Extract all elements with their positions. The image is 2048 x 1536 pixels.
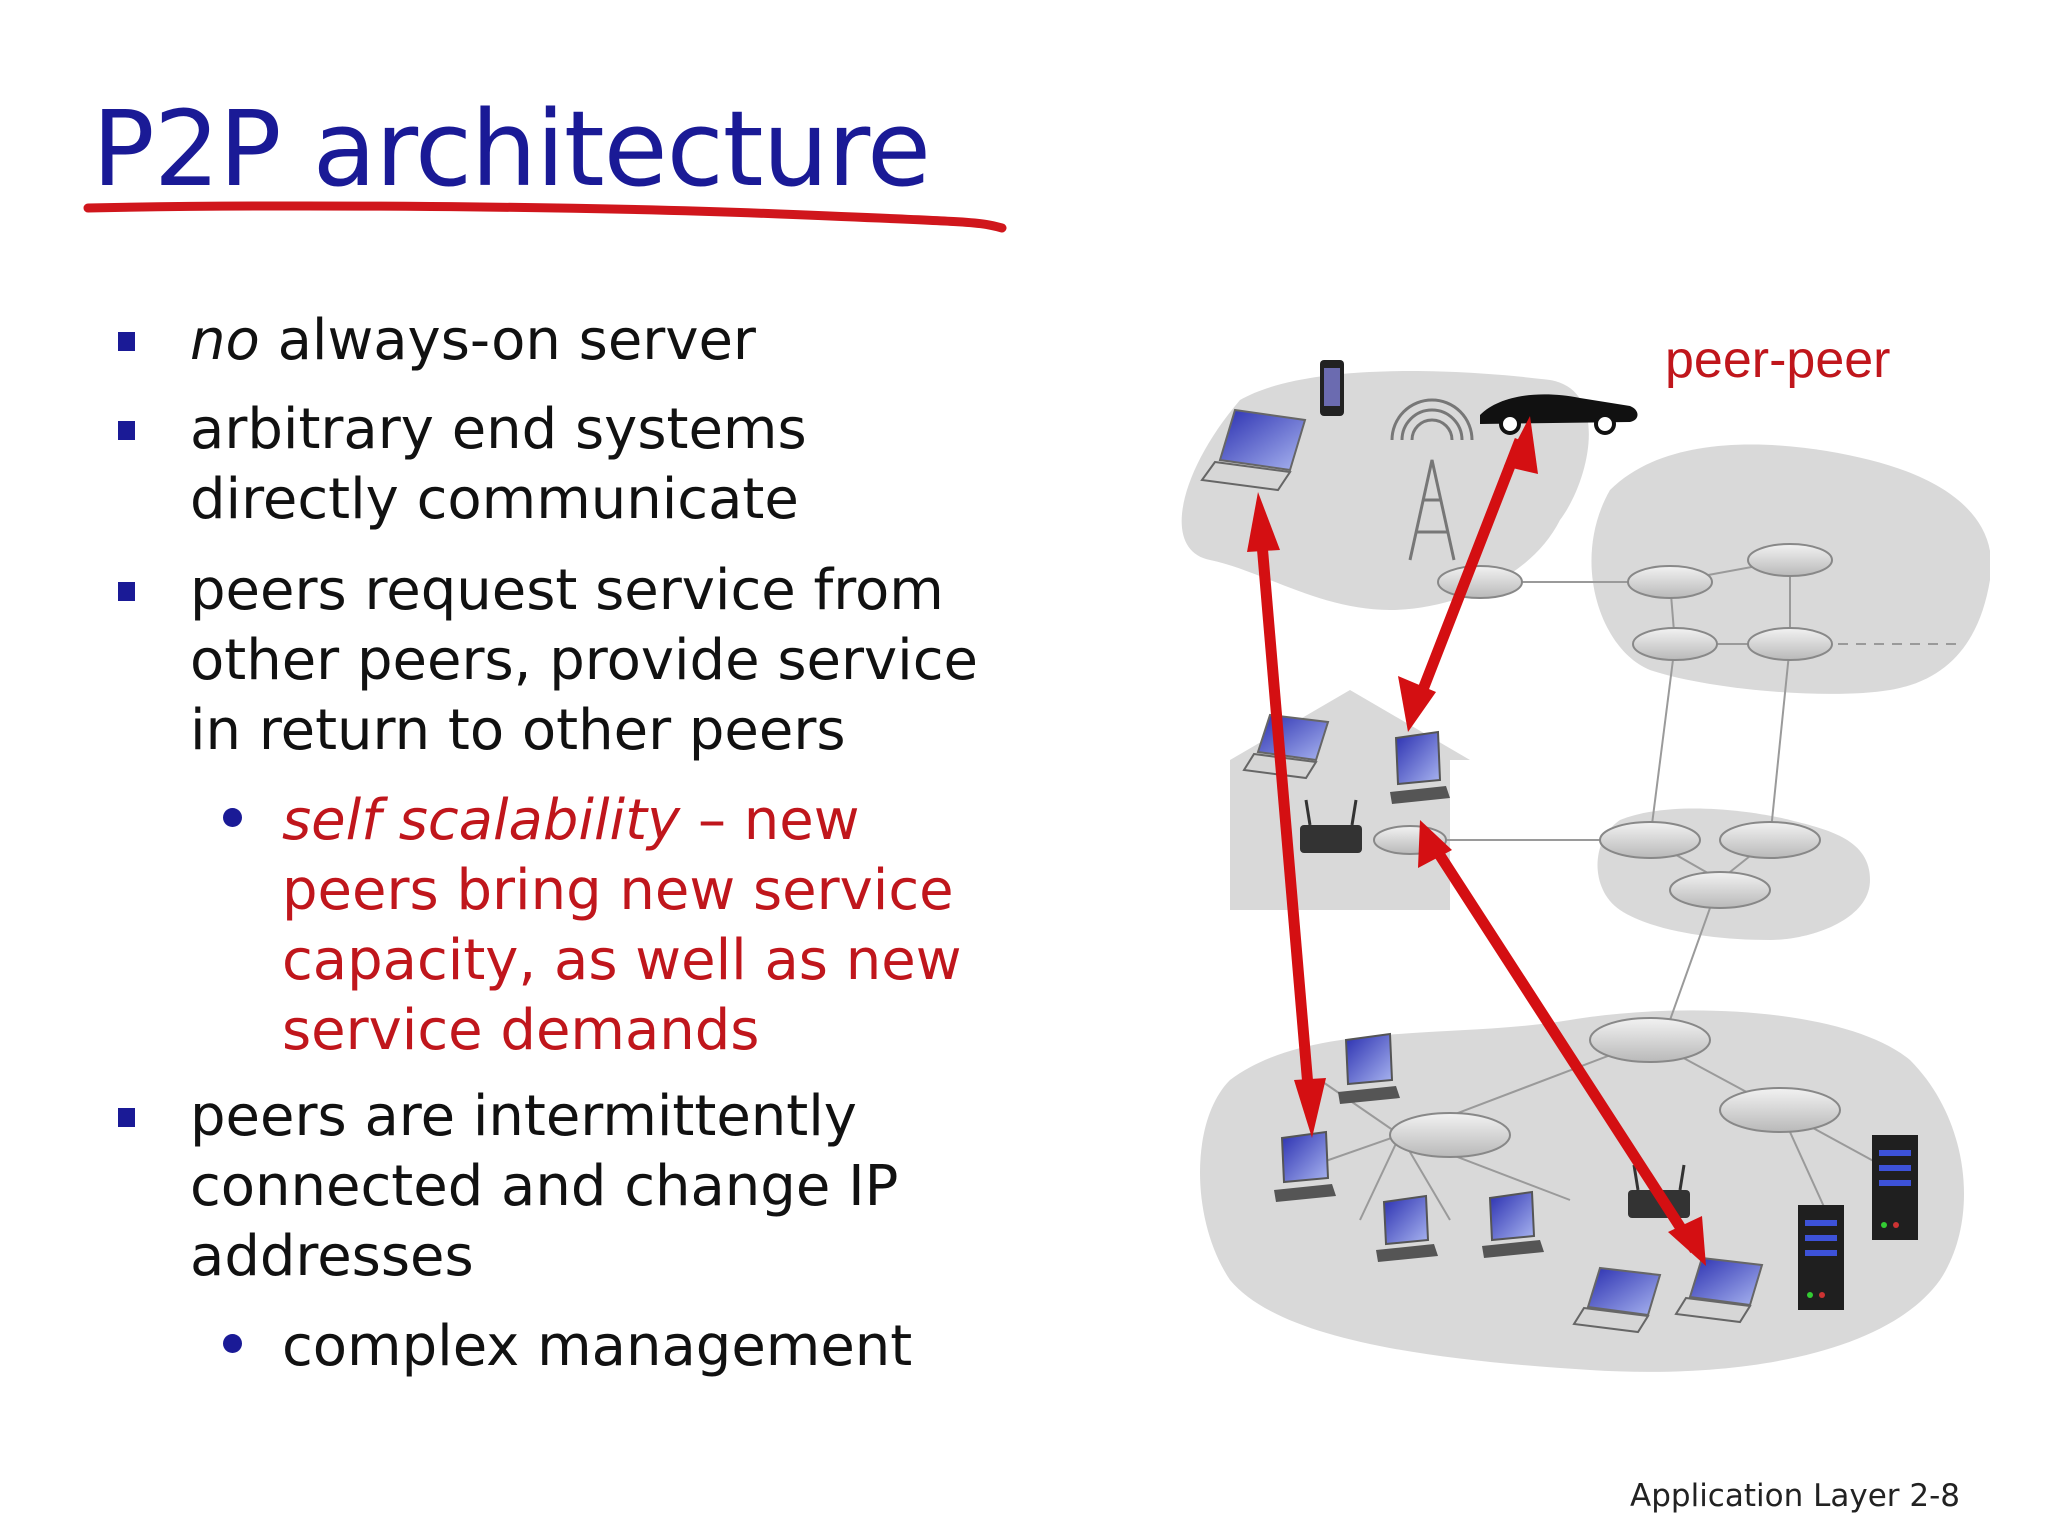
bullet-line: peers are intermittently bbox=[190, 1084, 857, 1149]
desktop-icon bbox=[1338, 1032, 1400, 1104]
bullet-text: always-on server bbox=[259, 308, 756, 373]
bullet-line: addresses bbox=[190, 1224, 474, 1289]
bullet-no-server: no always-on server bbox=[118, 306, 756, 376]
desktop-icon bbox=[1482, 1190, 1544, 1258]
desktop-icon bbox=[1274, 1130, 1336, 1202]
bullet-line: in return to other peers bbox=[190, 698, 846, 763]
cell-tower-icon bbox=[1390, 398, 1474, 561]
bullet-line: other peers, provide service bbox=[190, 628, 978, 693]
desktop-icon bbox=[1390, 730, 1450, 804]
title-underline bbox=[83, 201, 1007, 233]
server-icon bbox=[1798, 1205, 1844, 1310]
laptop-icon bbox=[1674, 1256, 1764, 1324]
bullet-peers-request: peers request service from other peers, … bbox=[118, 556, 978, 766]
server-icon bbox=[1872, 1135, 1918, 1240]
peer-peer-label: peer-peer bbox=[1665, 331, 1891, 389]
bullet-line: arbitrary end systems bbox=[190, 397, 807, 462]
subbullet-self-scalability: self scalability – new peers bring new s… bbox=[223, 786, 962, 1066]
bullet-intermittent: peers are intermittently connected and c… bbox=[118, 1082, 899, 1292]
bullet-line: directly communicate bbox=[190, 467, 799, 532]
square-bullet-icon bbox=[118, 1108, 135, 1127]
square-bullet-icon bbox=[118, 332, 135, 351]
laptop-icon bbox=[1200, 408, 1307, 492]
slide-footer: Application Layer 2-8 bbox=[1630, 1478, 1960, 1514]
bullet-list: no always-on server arbitrary end system… bbox=[118, 306, 978, 1382]
laptop-icon bbox=[1572, 1266, 1662, 1334]
subbullet-line: service demands bbox=[282, 998, 760, 1063]
round-bullet-icon bbox=[223, 808, 242, 827]
wireless-router-icon bbox=[1300, 799, 1362, 853]
router-icon bbox=[1373, 543, 1841, 1158]
subbullet-line: capacity, as well as new bbox=[282, 928, 962, 993]
square-bullet-icon bbox=[118, 421, 135, 440]
home-network-house bbox=[1230, 690, 1470, 910]
desktop-icon bbox=[1376, 1194, 1438, 1262]
subbullet-line: peers bring new service bbox=[282, 858, 954, 923]
bullet-line: connected and change IP bbox=[190, 1154, 899, 1219]
car-icon bbox=[1480, 394, 1638, 435]
p2p-network-diagram bbox=[1181, 360, 1990, 1372]
smartphone-icon bbox=[1320, 360, 1344, 416]
bullet-emphasis: no bbox=[190, 308, 260, 373]
bullet-line: peers request service from bbox=[190, 558, 944, 623]
p2p-arrows bbox=[1247, 416, 1706, 1266]
subbullet-text: complex management bbox=[282, 1314, 913, 1379]
subbullet-emphasis: self scalability bbox=[282, 788, 681, 853]
round-bullet-icon bbox=[223, 1334, 242, 1353]
subbullet-text: – new bbox=[680, 788, 860, 853]
bullet-end-systems: arbitrary end systems directly communica… bbox=[118, 395, 807, 535]
square-bullet-icon bbox=[118, 582, 135, 601]
subbullet-complex-management: complex management bbox=[223, 1312, 913, 1382]
slide-title: P2P architecture bbox=[92, 88, 931, 210]
